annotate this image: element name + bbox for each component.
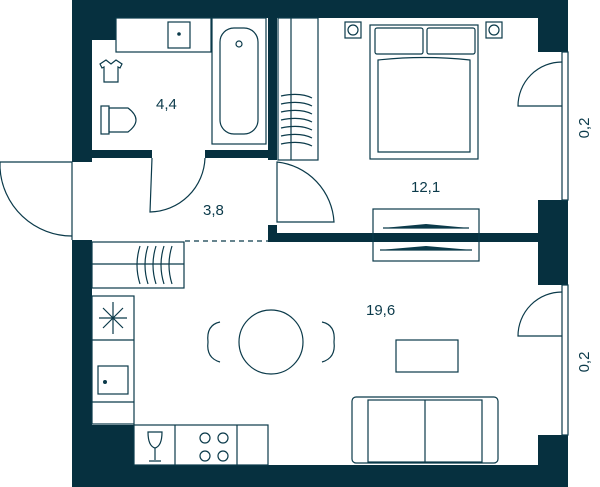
socket-icon (344, 21, 362, 39)
coffee-table-icon (395, 339, 459, 373)
kitchen-counter-bottom (133, 424, 269, 466)
bath-counter (115, 17, 212, 53)
entrance-door (0, 161, 73, 240)
living-kitchen: 19,6 (91, 241, 499, 466)
balcony-area-lower: 0,2 (576, 352, 593, 373)
wall-right-bottom (538, 435, 568, 487)
room-area-bedroom: 12,1 (411, 179, 440, 196)
hallway: 3,8 (0, 157, 335, 242)
bed-icon (369, 24, 479, 160)
wall-left-lower (72, 240, 92, 487)
bedroom: 12,1 (277, 17, 503, 262)
bathroom: 4,4 (99, 17, 267, 145)
wall-bath-bedroom (268, 18, 277, 160)
radiator-icon (91, 241, 185, 289)
walls (72, 0, 568, 487)
wall-bath-hall-right (205, 150, 277, 158)
bathroom-door (149, 157, 206, 213)
room-area-living-kitchen: 19,6 (366, 302, 395, 319)
toilet-icon (100, 105, 137, 135)
stove-icon (199, 432, 229, 462)
wall-bedroom-living (268, 233, 540, 242)
table-icon (207, 309, 335, 375)
wall-left-upper (72, 0, 92, 162)
wall-bottom (72, 465, 568, 487)
socket-icon (485, 21, 503, 39)
balcony-upper: 0,2 (517, 51, 593, 201)
sink-icon (167, 21, 191, 49)
wall-bedroom-stub (268, 225, 277, 242)
wall-right-top (538, 0, 568, 52)
wall-shaft-top (92, 18, 116, 40)
balcony-area-upper: 0,2 (576, 118, 593, 139)
sink-icon (97, 365, 129, 395)
bathtub-icon (211, 17, 267, 145)
wall-top (72, 0, 568, 18)
wall-right-middle (538, 200, 568, 285)
radiator-icon (277, 17, 319, 161)
hood-icon (99, 302, 127, 334)
bedroom-door (276, 161, 335, 223)
kitchen-counter (91, 295, 135, 425)
washing-machine-icon (99, 59, 123, 83)
room-area-hallway: 3,8 (203, 202, 224, 219)
balcony-lower: 0,2 (517, 284, 593, 436)
room-area-bathroom: 4,4 (156, 96, 177, 113)
wine-glass-icon (147, 431, 163, 462)
wall-bath-hall-left (92, 150, 152, 158)
wall-shaft-bottom (92, 425, 134, 465)
sofa-icon (351, 396, 499, 464)
tv-stand-icon (372, 208, 480, 262)
